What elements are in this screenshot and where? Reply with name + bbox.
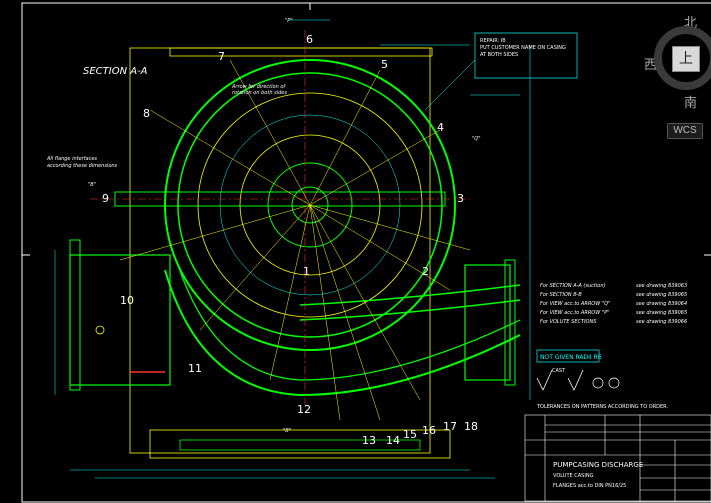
arrow-note-line2: rotation on both sides: [232, 90, 287, 96]
sheet-border: [21, 2, 711, 503]
symbol-circle: [592, 377, 604, 389]
repair-note-line2: PUT CUSTOMER NAME ON CASING: [480, 45, 566, 51]
title-line3: FLANGES acc.to DIN PN16/25: [553, 483, 626, 489]
tolerances-note: TOLERANCES ON PATTERNS ACCORDING TO ORDE…: [536, 404, 668, 410]
arrow-label-b2: "B": [283, 428, 291, 434]
part-label: 9: [102, 192, 109, 205]
right-flange: [464, 264, 511, 381]
hub-ring: [267, 162, 353, 248]
volute-sweep: [164, 269, 521, 397]
reference-drawing: see drawing 839065: [636, 310, 687, 316]
arrow-label-p: "P": [285, 18, 293, 24]
impeller-ring: [197, 92, 423, 318]
volute-outer: [164, 59, 456, 351]
arrow-label-q: "Q": [472, 136, 481, 142]
volute-sweep-inner: [177, 264, 521, 381]
cast-label: CAST: [552, 368, 566, 374]
reference-drawing: see drawing 839064: [636, 301, 687, 307]
part-label: 16: [422, 424, 436, 437]
reference-drawing: see drawing 839066: [636, 319, 687, 325]
repair-note-line1: REPAIR: IB: [480, 38, 506, 44]
left-flange-plate: [69, 239, 81, 391]
part-label: 13: [362, 434, 376, 447]
repair-note-box: [474, 32, 578, 79]
surface-symbol: [536, 369, 553, 391]
discharge-channel: [299, 284, 521, 306]
shaft-bore: [291, 186, 329, 224]
surface-symbol-2: [567, 369, 584, 391]
part-label: 12: [297, 403, 311, 416]
part-label: 18: [464, 420, 478, 433]
reference-label: For VIEW acc.to ARROW "P": [540, 310, 609, 316]
part-label: 4: [437, 121, 444, 134]
viewcube-west[interactable]: 西: [644, 58, 658, 73]
viewcube[interactable]: 北 西 南 上: [644, 10, 711, 118]
bolt-hole: [95, 325, 105, 335]
viewcube-south[interactable]: 南: [684, 96, 698, 111]
part-label: 5: [381, 58, 388, 71]
part-label: 10: [120, 294, 134, 307]
flange-note-line2: according these dimensions: [47, 163, 118, 169]
bottom-base: [149, 429, 451, 459]
part-label: 3: [457, 192, 464, 205]
viewcube-top-face[interactable]: 上: [672, 46, 700, 72]
title-block: [524, 414, 711, 502]
part-label: 7: [218, 50, 225, 63]
arrow-label-b1: "B": [88, 182, 96, 188]
top-flange: [169, 47, 433, 57]
title-line1: PUMPCASING DISCHARGE: [553, 461, 643, 469]
reference-label: For VOLUTE SECTIONS: [540, 319, 597, 325]
reference-drawing: see drawing 839063: [636, 283, 687, 289]
radii-label: NOT GIVEN RADII R6: [540, 354, 602, 361]
part-label: 11: [188, 362, 202, 375]
foot-plate: [179, 439, 421, 451]
repair-note-line3: AT BOTH SIDES: [480, 52, 518, 58]
reference-label: For SECTION B-B: [540, 292, 582, 298]
construction-lines: [119, 59, 471, 421]
part-label: 2: [422, 265, 429, 278]
radii-box: [536, 349, 600, 363]
reference-drawing: see drawing 839065: [636, 292, 687, 298]
leader: [424, 59, 476, 111]
discharge-channel-2: [299, 299, 521, 321]
arrow-note-line1: Arrow for direction of: [231, 84, 286, 90]
reference-label: For VIEW acc.to ARROW "Q": [540, 301, 610, 307]
symbol-circle: [608, 377, 620, 389]
section-title: SECTION A-A: [83, 66, 148, 77]
part-label: 8: [143, 107, 150, 120]
reference-list: For SECTION A-A (suction) see drawing 83…: [540, 283, 687, 325]
part-label: 15: [403, 428, 417, 441]
impeller-ring-2: [239, 134, 381, 276]
part-label: 17: [443, 420, 457, 433]
part-labels: 1 2 3 4 5 6 7 8 9 10 11 12 13 14 15 16 1…: [102, 33, 478, 447]
dimension-lines: [54, 19, 531, 479]
flange-note-line1: All flange interfaces: [46, 156, 97, 162]
guide-ring: [219, 114, 401, 296]
wcs-button[interactable]: WCS: [667, 123, 703, 139]
part-label: 6: [306, 33, 313, 46]
volute-inner: [177, 72, 443, 338]
reference-label: For SECTION A-A (suction): [540, 283, 605, 289]
left-flange: [69, 254, 171, 386]
right-flange-plate: [504, 259, 516, 386]
part-label: 14: [386, 434, 400, 447]
title-line2: VOLUTE CASING: [553, 473, 594, 479]
part-label: 1: [303, 265, 310, 278]
